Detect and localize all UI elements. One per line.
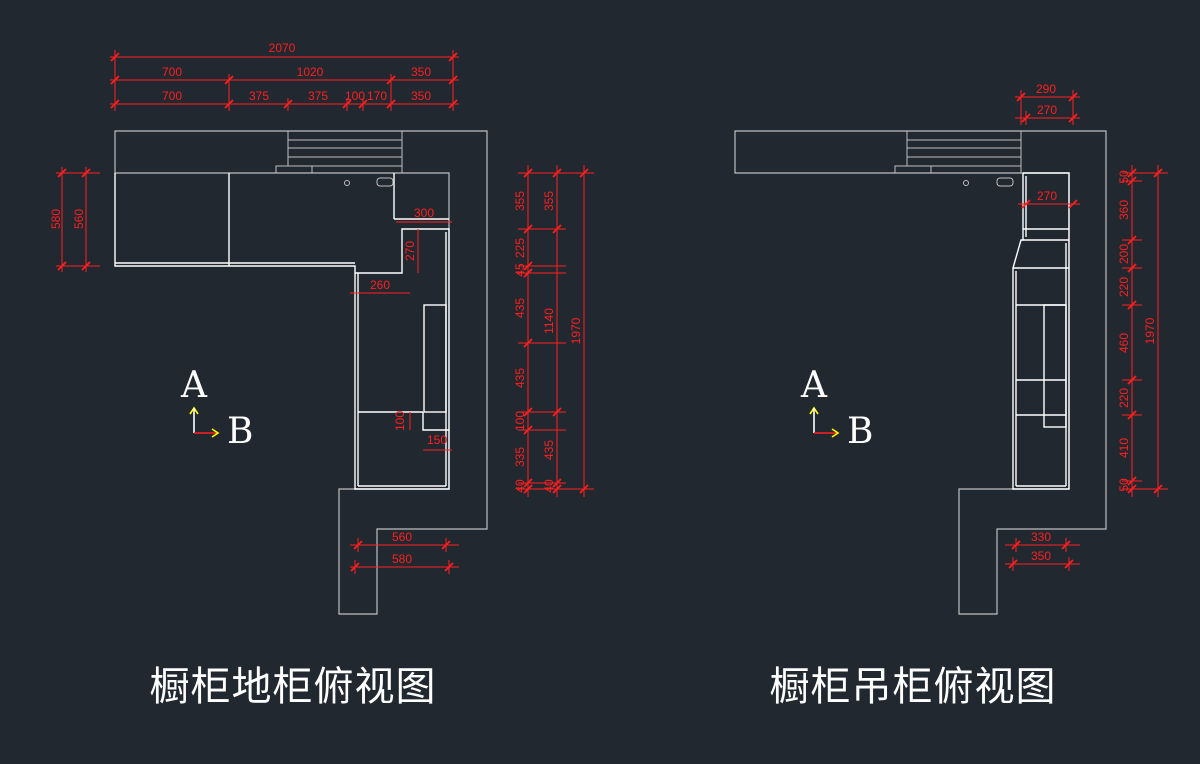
dim-rr-5: 220 — [1117, 388, 1131, 408]
dim-top3-c: 375 — [308, 89, 328, 103]
dim-rr-3: 220 — [1117, 277, 1131, 297]
dim-rr-0: 50 — [1117, 170, 1131, 184]
dim-r1-3: 435 — [513, 298, 527, 318]
dim-rr-total: 1970 — [1143, 317, 1157, 344]
dim-rr-1: 360 — [1117, 200, 1131, 220]
left-dimension-labels: 2070 700 1020 350 700 375 375 100 170 35… — [49, 41, 583, 566]
dim-r2-1: 1140 — [542, 308, 556, 334]
dim-r2-3: 40 — [542, 479, 556, 493]
dim-r-total: 1970 — [569, 317, 583, 344]
dim-bottom-560: 560 — [392, 530, 412, 544]
left-view-title: 橱柜地柜俯视图 — [150, 664, 437, 710]
dim-r1-1: 225 — [513, 238, 527, 258]
dim-top3-d: 100 — [345, 89, 365, 103]
right-stair-lines — [894, 131, 1022, 187]
dim-top3-a: 700 — [162, 89, 182, 103]
dim-r1-7: 40 — [513, 479, 527, 493]
dim-r1-6: 335 — [513, 447, 527, 467]
dim-r-top-270: 270 — [1037, 103, 1057, 117]
dim-left-inner: 560 — [72, 209, 86, 229]
dim-r1-0: 355 — [513, 191, 527, 211]
right-axis-marker: A B — [800, 365, 873, 452]
axis-a-label-right: A — [800, 365, 828, 406]
dim-bottom-580: 580 — [392, 552, 412, 566]
dim-inner-300: 300 — [414, 206, 434, 220]
left-dimension-ticks — [57, 52, 589, 572]
left-room-outline — [114, 130, 488, 615]
dim-rr-4: 460 — [1117, 333, 1131, 353]
dim-top-total: 2070 — [269, 41, 296, 55]
dim-rr-6: 410 — [1117, 438, 1131, 458]
dim-r1-4: 435 — [513, 368, 527, 388]
dim-top3-f: 350 — [411, 89, 431, 103]
left-view: 2070 700 1020 350 700 375 375 100 170 35… — [49, 41, 594, 710]
left-stair-lines — [275, 131, 403, 187]
dim-r1-5: 100 — [513, 411, 527, 431]
left-axis-marker: A B — [180, 365, 253, 452]
dim-inner-150: 150 — [427, 433, 447, 447]
right-dimension-ticks — [1008, 92, 1163, 569]
right-view: 290 270 270 50 360 200 220 460 220 410 5… — [734, 82, 1168, 710]
dim-inner-100: 100 — [393, 411, 407, 431]
right-wall-cabinet-run — [1012, 172, 1070, 490]
dim-r2-2: 435 — [542, 440, 556, 460]
dim-r1-2: 45 — [513, 263, 527, 277]
dim-top2-b: 1020 — [297, 65, 324, 79]
dim-top3-e: 170 — [367, 89, 387, 103]
right-dimension-labels: 290 270 270 50 360 200 220 460 220 410 5… — [1031, 82, 1157, 563]
right-view-title: 橱柜吊柜俯视图 — [770, 664, 1057, 710]
dim-top2-c: 350 — [411, 65, 431, 79]
dim-r-inner-270: 270 — [1037, 189, 1057, 203]
dim-r-bottom-330: 330 — [1031, 530, 1051, 544]
dim-rr-7: 50 — [1117, 478, 1131, 492]
axis-a-label: A — [180, 365, 208, 406]
dim-top2-a: 700 — [162, 65, 182, 79]
dim-rr-2: 200 — [1117, 244, 1131, 264]
dim-r-top-290: 290 — [1036, 82, 1056, 96]
axis-b-label-right: B — [847, 411, 873, 452]
dim-inner-270: 270 — [403, 241, 417, 261]
dim-inner-260: 260 — [370, 278, 390, 292]
axis-b-label: B — [227, 411, 253, 452]
axis-arrow-icon — [189, 406, 220, 438]
right-room-outline — [734, 130, 1107, 615]
dim-top3-b: 375 — [249, 89, 269, 103]
left-base-cabinet-run — [114, 173, 450, 490]
dim-left-outer: 580 — [49, 209, 63, 229]
axis-arrow-icon-right — [809, 406, 840, 438]
dim-r2-0: 355 — [542, 191, 556, 211]
dim-r-bottom-350: 350 — [1031, 549, 1051, 563]
